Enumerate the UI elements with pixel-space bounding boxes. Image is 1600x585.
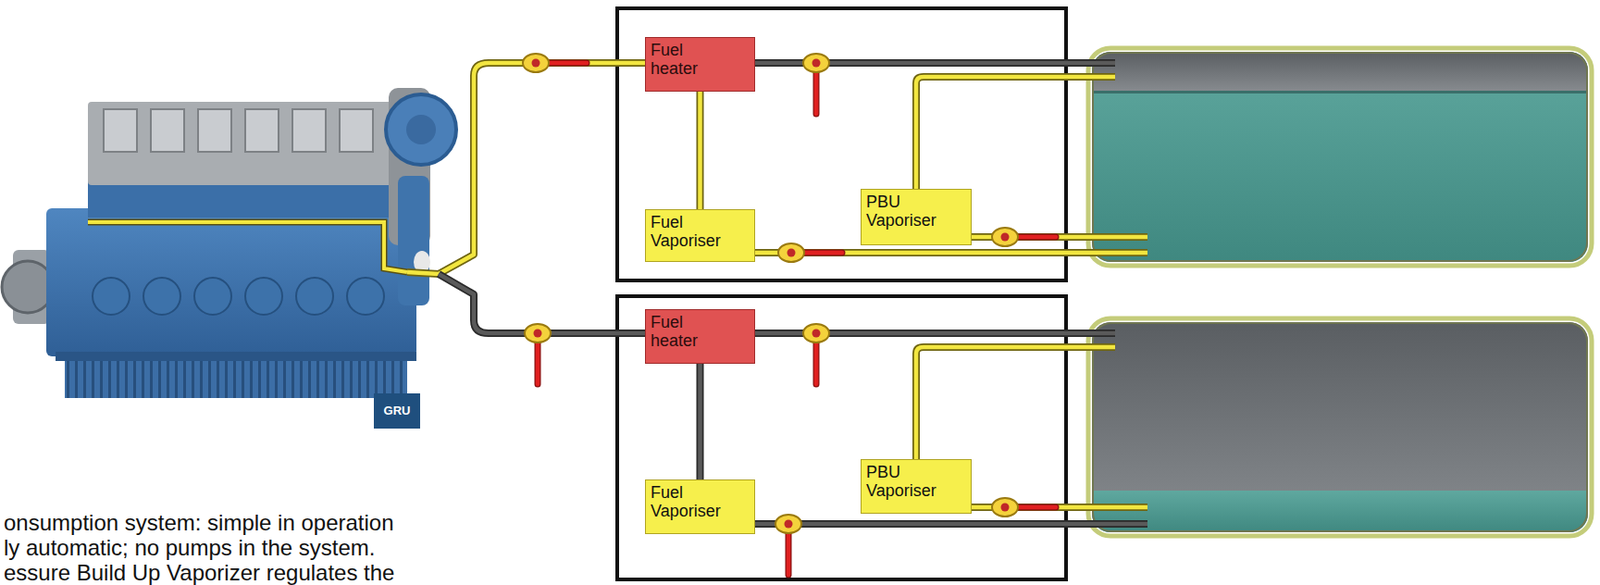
valve <box>803 53 830 114</box>
pipe <box>916 76 1116 189</box>
pipe <box>755 250 1148 256</box>
pipe-connector <box>699 363 701 480</box>
tank <box>1088 318 1592 536</box>
unit-badge: GRU <box>373 393 421 429</box>
pipe-connector <box>699 91 701 210</box>
equipment-box: PBU Vaporiser <box>860 458 972 514</box>
note-text: onsumption system: simple in operation <box>3 509 395 535</box>
valve <box>524 323 551 385</box>
pipe <box>755 248 1148 257</box>
box-label: Fuel heater <box>650 40 725 78</box>
frame <box>617 296 1067 580</box>
valve <box>803 323 830 385</box>
equipment-box: Fuel Vaporiser <box>644 479 756 534</box>
equipment-box: PBU Vaporiser <box>860 188 972 246</box>
pipe <box>755 521 1148 527</box>
frame <box>617 8 1067 281</box>
box-label: PBU Vaporiser <box>866 462 950 500</box>
note-text: essure Build Up Vaporizer regulates the <box>3 559 395 585</box>
box-label: PBU Vaporiser <box>866 192 950 230</box>
equipment-box: Fuel heater <box>644 37 756 92</box>
pipe <box>916 76 1116 189</box>
note-text: ly automatic; no pumps in the system. <box>3 534 376 560</box>
valve <box>778 243 843 262</box>
box-label: Fuel Vaporiser <box>650 483 725 521</box>
box-label: GRU <box>384 404 411 419</box>
pipe <box>407 62 645 274</box>
tank <box>1088 48 1592 266</box>
box-label: Fuel Vaporiser <box>650 212 725 250</box>
valve <box>992 497 1056 517</box>
engine <box>1 87 457 398</box>
equipment-box: Fuel Vaporiser <box>644 209 756 262</box>
pipe <box>916 347 1116 459</box>
valve <box>522 53 587 73</box>
equipment-box: Fuel heater <box>644 309 756 364</box>
pipe <box>407 62 645 274</box>
pipe <box>916 347 1116 459</box>
box-label: Fuel heater <box>650 312 725 350</box>
pipe <box>755 520 1148 528</box>
valve <box>775 514 802 575</box>
valve <box>992 227 1056 247</box>
